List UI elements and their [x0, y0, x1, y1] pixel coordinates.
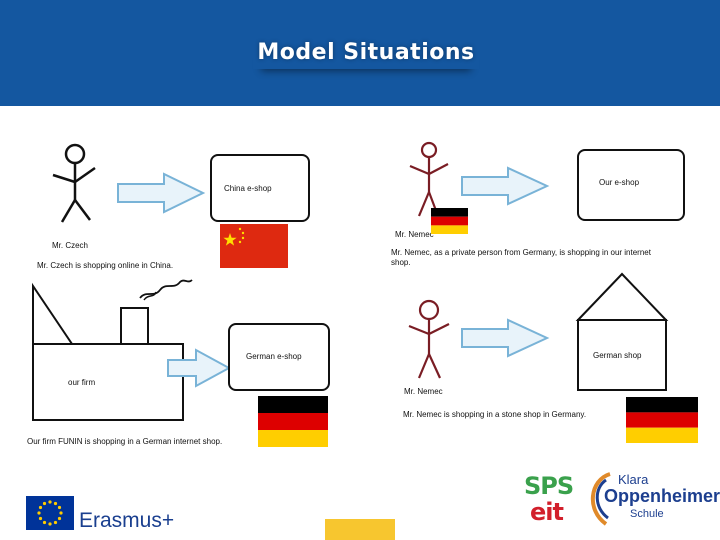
- shop-label-china: China e-shop: [224, 184, 272, 193]
- stick-figure-czech: [52, 143, 96, 223]
- caption-czech: Mr. Czech is shopping online in China.: [37, 261, 174, 270]
- klara-logo-line-2: Oppenheimer: [604, 486, 720, 506]
- slide-header: [0, 0, 720, 106]
- person-label-czech: Mr. Czech: [52, 241, 89, 250]
- klara-logo-line-1: Klara: [618, 472, 649, 487]
- arrow-nemec-2: [461, 318, 550, 358]
- shop-box-german-eshop: [228, 323, 330, 391]
- arrow-our-firm: [167, 348, 232, 388]
- klara-oppenheimer-schule-logo: Klara Oppenheimer Schule: [584, 470, 720, 532]
- arrow-czech: [117, 172, 206, 214]
- shop-box-our-eshop: [577, 149, 685, 221]
- caption-nemec-1: Mr. Nemec, as a private person from Germ…: [391, 248, 651, 267]
- caption-our-firm: Our firm FUNIN is shopping in a German i…: [27, 437, 223, 446]
- caption-nemec-2: Mr. Nemec is shopping in a stone shop in…: [403, 410, 587, 419]
- shop-box-china: [210, 154, 310, 222]
- germany-flag-small: [431, 208, 468, 234]
- person-label-nemec-1: Mr. Nemec: [395, 230, 434, 239]
- factory-building-icon: [32, 279, 193, 421]
- stick-figure-nemec-2: [408, 299, 450, 379]
- sps-eit-logo: SPS eit: [524, 472, 580, 528]
- sps-logo-text: SPS: [524, 472, 574, 500]
- stone-shop-house-icon: [575, 272, 669, 391]
- eit-logo-text: eit: [530, 498, 564, 526]
- erasmus-plus-label: Erasmus+: [79, 509, 175, 532]
- person-label-nemec-2: Mr. Nemec: [404, 387, 443, 396]
- building-label-our-firm: our firm: [68, 378, 96, 387]
- china-flag: [220, 224, 288, 268]
- germany-flag-firm: [258, 396, 328, 447]
- stick-figure-nemec-1: [409, 141, 449, 217]
- germany-flag-stone-shop: [626, 397, 698, 443]
- klara-logo-line-3: Schule: [630, 508, 664, 520]
- shop-label-german-shop: German shop: [593, 351, 642, 360]
- shop-label-our-eshop: Our e-shop: [599, 178, 640, 187]
- arrow-nemec-1: [461, 166, 550, 206]
- eu-flag-logo: [26, 496, 74, 530]
- slide-title: Model Situations: [0, 40, 720, 65]
- shop-label-german-eshop: German e-shop: [246, 352, 302, 361]
- footer-accent-bar: [325, 519, 395, 540]
- klara-logo-swoosh: [590, 472, 611, 526]
